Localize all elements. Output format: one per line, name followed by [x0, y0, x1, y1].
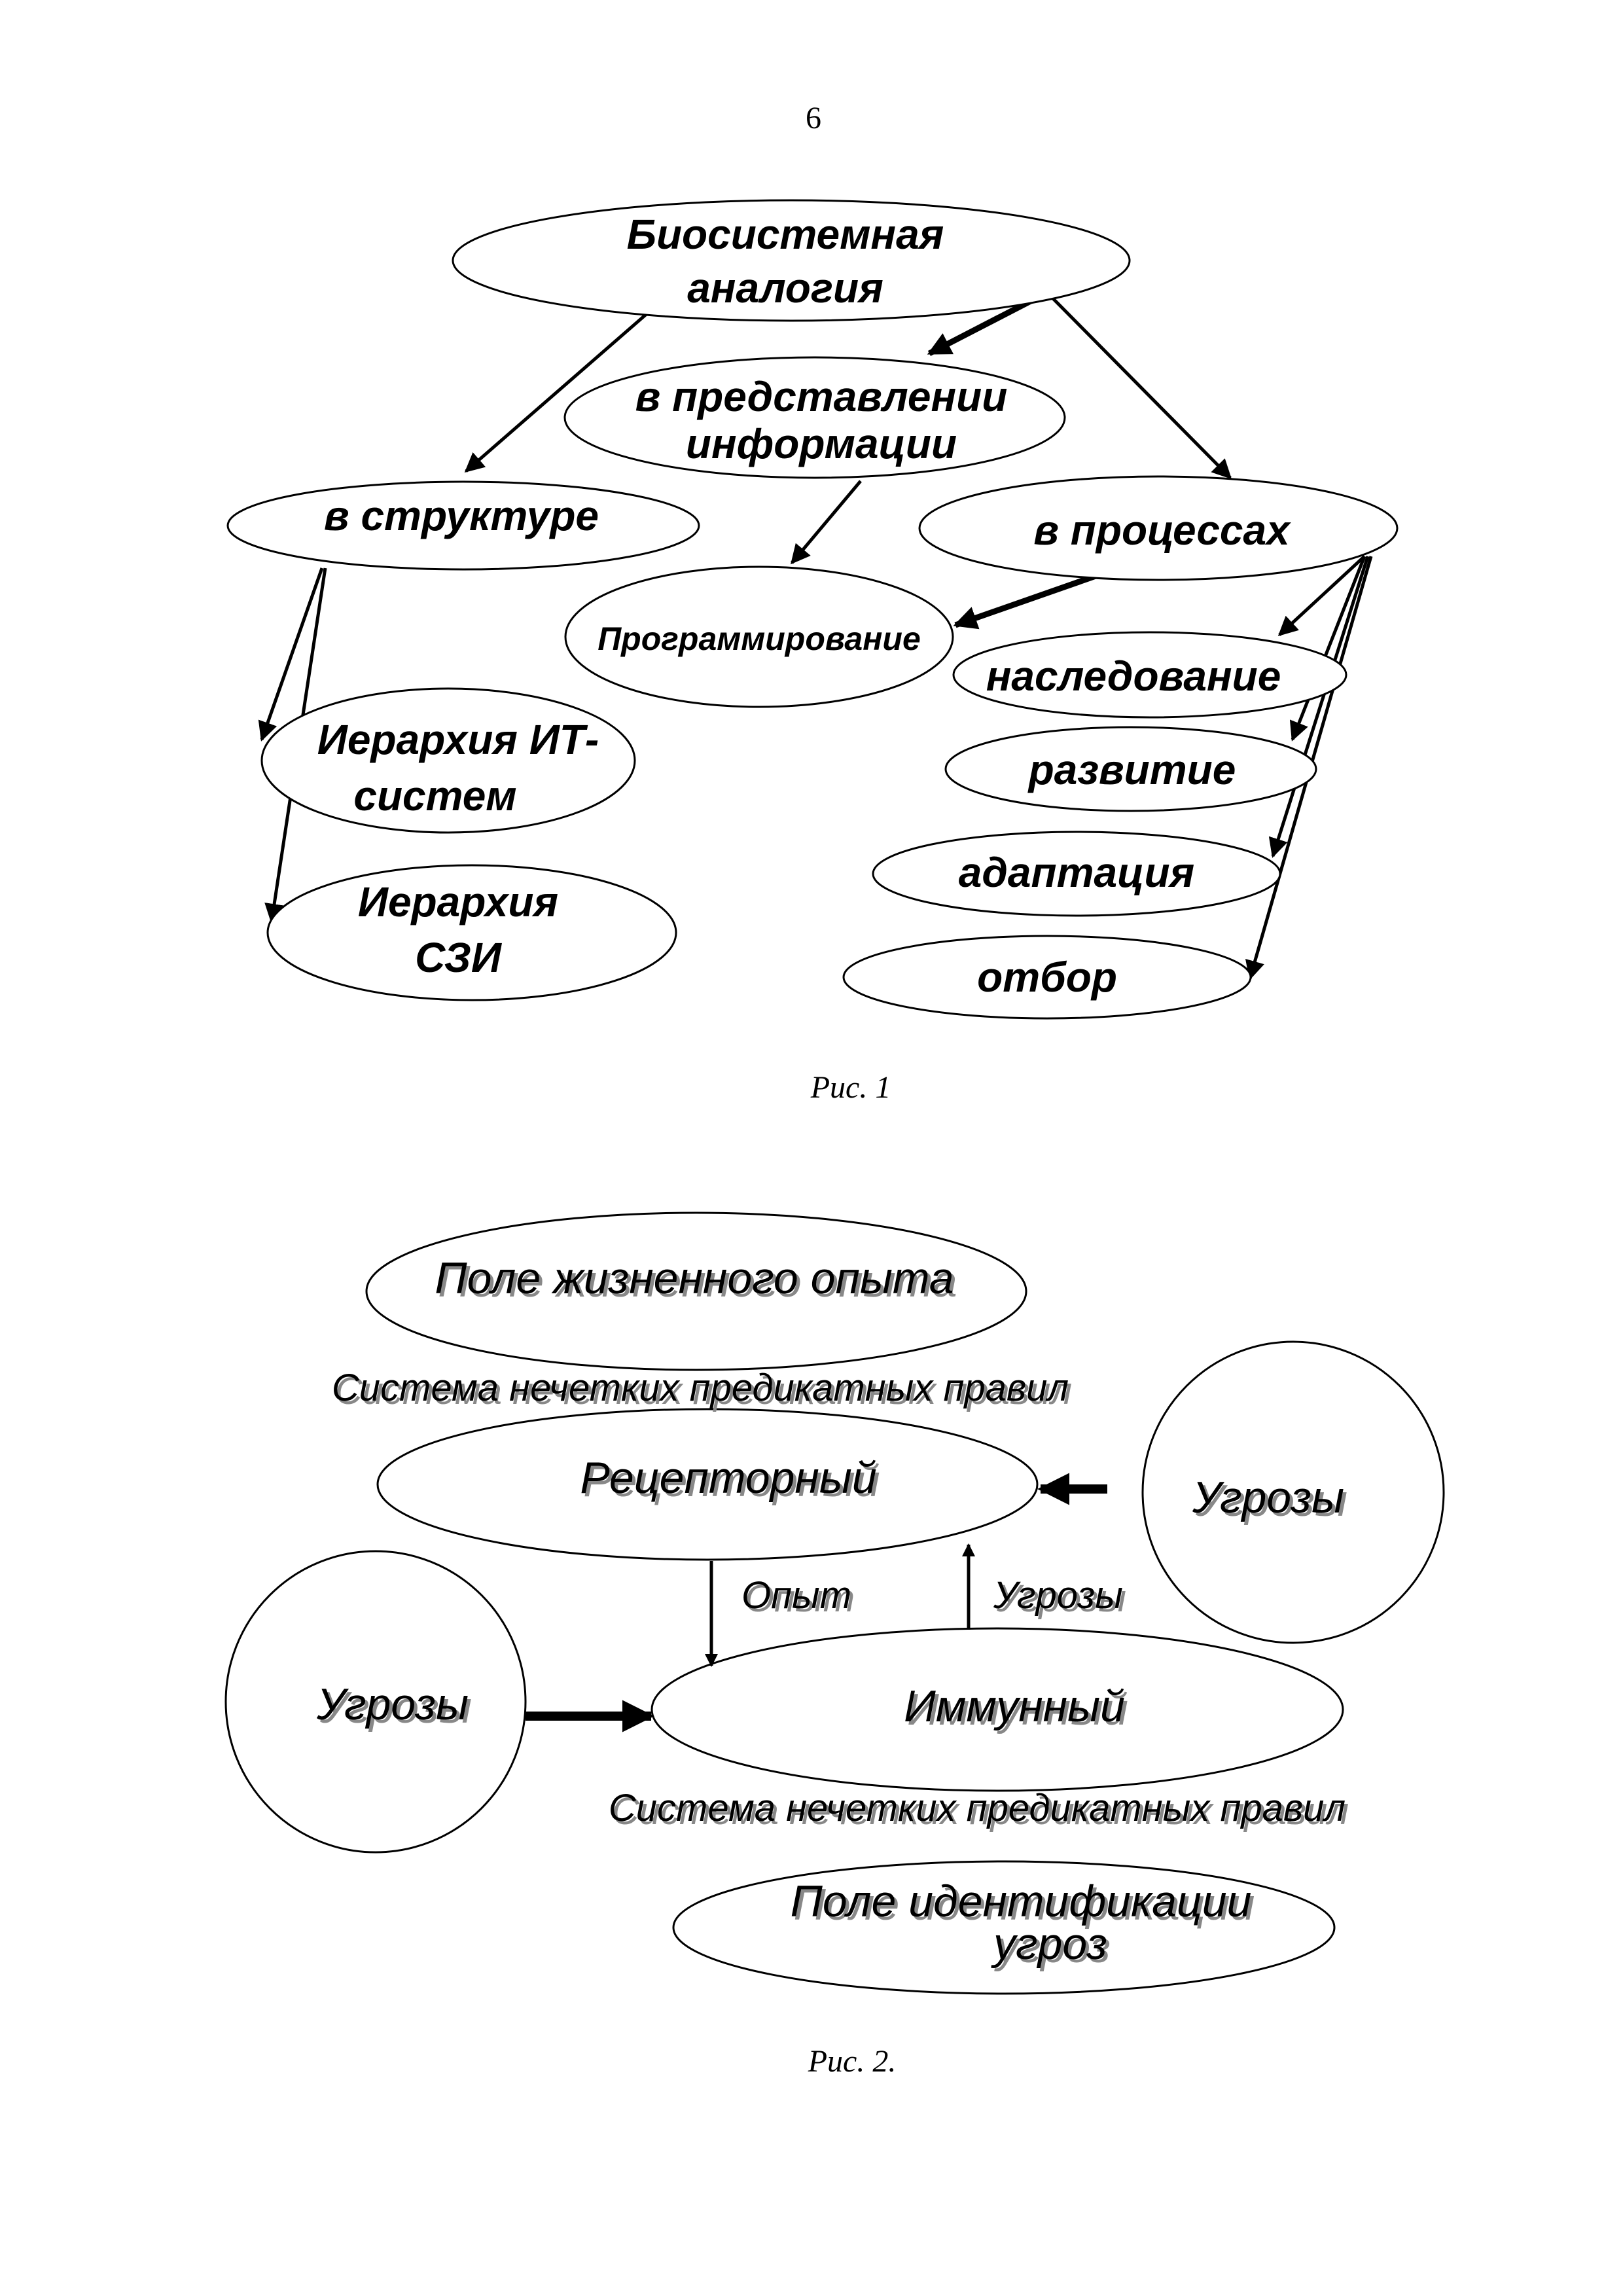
node-biosystem-analogy: Биосистемная аналогия	[452, 199, 1131, 322]
page-number: 6	[806, 101, 821, 135]
node-label: угроз	[991, 1919, 1107, 1969]
node-label: Поле жизненного опыта	[435, 1253, 954, 1303]
node-label: Угрозы	[316, 1679, 469, 1729]
label-shadow: Угрозы	[996, 1577, 1126, 1620]
node-inheritance: наследование	[952, 631, 1347, 719]
node-label: систем	[353, 772, 516, 819]
arrow-info-to-programming	[791, 480, 862, 565]
label-shadow: угроз	[994, 1922, 1111, 1972]
node-label: адаптация	[959, 849, 1194, 896]
rules-label-bottom: Система нечетких предикатных правил	[609, 1787, 1346, 1829]
rules-label-top: Система нечетких предикатных правил	[332, 1367, 1069, 1409]
node-label: развитие	[1027, 746, 1236, 793]
arrow-root-to-processes	[1046, 291, 1232, 480]
node-label: отбор	[977, 954, 1117, 1001]
label-shadow: Угрозы	[319, 1683, 472, 1732]
label-shadow: Опыт	[745, 1577, 855, 1620]
node-hierarchy-szi: Иерархия СЗИ	[266, 864, 677, 1001]
arrow-root-to-structure	[464, 312, 649, 473]
label-shadow: Поле жизненного опыта	[438, 1257, 957, 1306]
label-shadow: Поле идентификации	[794, 1880, 1255, 1929]
figure-2: Поле жизненного опыта Поле жизненного оп…	[224, 1211, 1445, 2079]
label-shadow: Система нечетких предикатных правил	[335, 1370, 1072, 1412]
node-selection: отбор	[842, 935, 1252, 1020]
node-adaptation: адаптация	[872, 831, 1281, 917]
node-label: Иерархия ИТ-	[317, 716, 599, 763]
node-info-representation: в представлении информации	[563, 356, 1066, 479]
node-label: СЗИ	[415, 934, 503, 981]
node-development: развитие	[944, 726, 1317, 812]
figure-1-caption: Рис. 1	[810, 1070, 891, 1105]
arrow-processes-to-development	[1289, 556, 1366, 742]
arrow-structure-to-hier-it	[258, 567, 324, 742]
node-label: Программирование	[597, 620, 921, 657]
node-label: аналогия	[687, 264, 883, 312]
node-programming: Программирование	[564, 565, 954, 708]
node-structure: в структуре	[226, 480, 700, 571]
node-label: Иерархия	[358, 878, 558, 925]
node-label: Иммунный	[904, 1681, 1125, 1731]
node-processes: в процессах	[918, 475, 1399, 581]
label-shadow: Иммунный	[907, 1685, 1128, 1734]
label-shadow: Система нечетких предикатных правил	[612, 1790, 1349, 1833]
arrow-label-threats: Угрозы	[993, 1574, 1123, 1617]
node-threats-right: Угрозы Угрозы	[1141, 1340, 1445, 1644]
node-experience-field: Поле жизненного опыта Поле жизненного оп…	[365, 1211, 1027, 1371]
node-identification-field: Поле идентификации Поле идентификации уг…	[672, 1860, 1336, 1995]
arrow-processes-to-inheritance	[1277, 555, 1366, 637]
node-hierarchy-it-systems: Иерархия ИТ- систем	[260, 687, 636, 834]
node-receptor: Рецепторный Рецепторный	[376, 1408, 1039, 1561]
arrow-label-experience: Опыт	[741, 1574, 851, 1617]
node-label: наследование	[986, 653, 1281, 700]
node-label: Рецепторный	[580, 1453, 876, 1503]
node-label: информации	[686, 420, 957, 467]
node-label: в структуре	[324, 492, 599, 539]
node-immune: Иммунный Иммунный	[651, 1627, 1344, 1792]
arrow-processes-to-programming	[953, 571, 1101, 630]
node-threats-left: Угрозы Угрозы	[224, 1550, 527, 1854]
node-label: в представлении	[635, 373, 1008, 420]
node-label: Поле идентификации	[791, 1876, 1252, 1926]
label-shadow: Рецепторный	[583, 1456, 880, 1506]
node-label: в процессах	[1033, 507, 1291, 554]
node-label: Угрозы	[1192, 1473, 1344, 1522]
node-label: Биосистемная	[627, 211, 944, 258]
arrow-processes-to-adaptation	[1268, 556, 1370, 858]
figure-2-caption: Рис. 2.	[808, 2044, 897, 2079]
label-shadow: Угрозы	[1195, 1476, 1347, 1526]
figure-1: Биосистемная аналогия в представлении ин…	[226, 199, 1399, 1105]
